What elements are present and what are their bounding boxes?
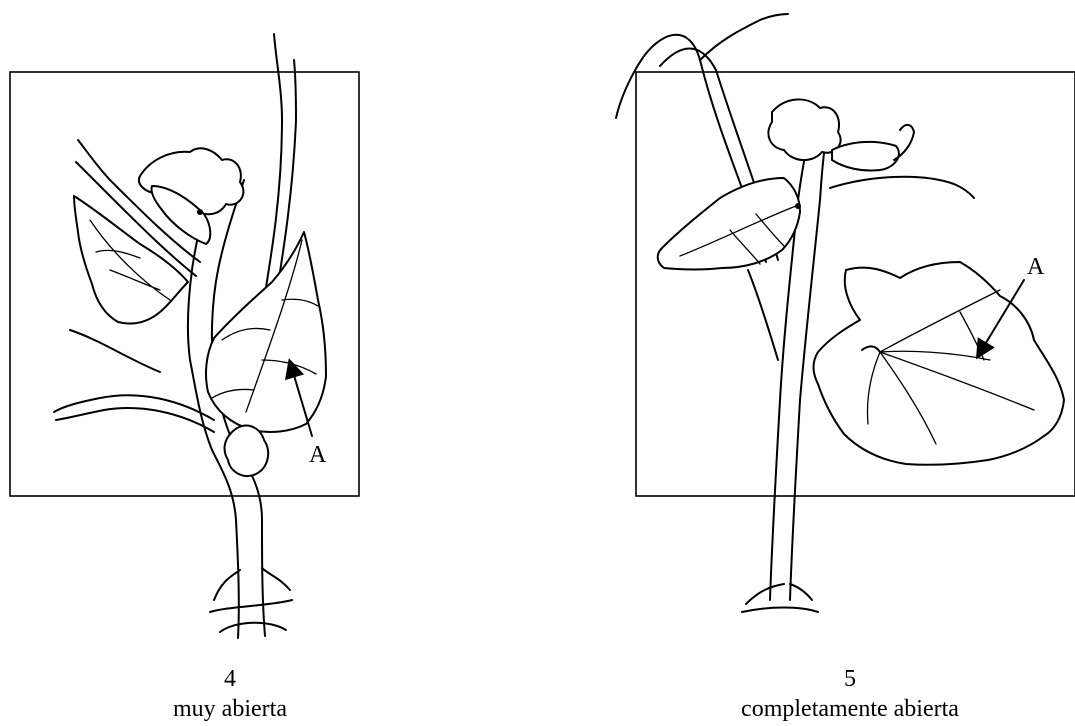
panel-4-description: muy abierta — [130, 694, 330, 724]
panel-4-label-a: A — [309, 442, 327, 468]
panel-5-caption: 5 completamente abierta — [680, 664, 1020, 724]
panel-5-number: 5 — [680, 664, 1020, 694]
panel-5-label-a: A — [1027, 254, 1045, 280]
panel-4-caption: 4 muy abierta — [130, 664, 330, 724]
panel-5-bud-cluster — [768, 99, 840, 160]
panel-4-illustration — [10, 34, 359, 638]
panel-4-leaf-a — [206, 232, 326, 432]
panel-5-leaf-a — [814, 262, 1065, 465]
panel-5-description: completamente abierta — [680, 694, 1020, 724]
panel-5-illustration — [616, 14, 1075, 612]
panel-5-leaf-left — [658, 178, 800, 270]
panel-5-tendril-right — [830, 177, 974, 198]
panel-4-number: 4 — [130, 664, 330, 694]
panel-4-node-bud — [225, 426, 269, 476]
